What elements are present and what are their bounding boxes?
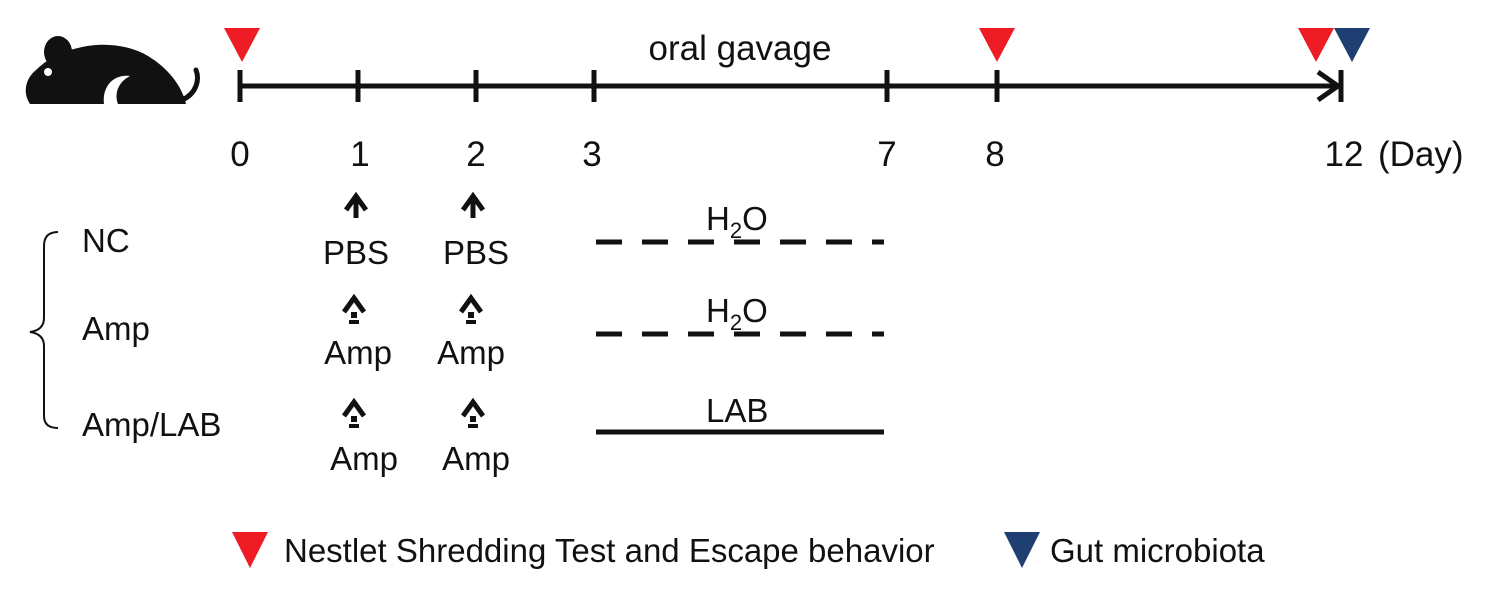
nc-day2-treatment: PBS <box>443 234 509 271</box>
gut-microbiota-marker-day12 <box>1334 28 1370 62</box>
day-label: 1 <box>350 135 369 174</box>
day-label: 8 <box>985 135 1004 174</box>
day-label: 0 <box>230 135 249 174</box>
legend-red-marker-icon <box>232 532 268 568</box>
amp-day2-treatment: Amp <box>437 334 505 371</box>
group-label-nc: NC <box>82 222 130 259</box>
amp-arrow-icon <box>341 293 367 324</box>
amp-lab-gavage-label: LAB <box>706 392 768 429</box>
oral-gavage-label: oral gavage <box>649 29 832 68</box>
amp-arrow-icon <box>460 397 486 428</box>
legend-blue-marker-icon <box>1004 532 1040 568</box>
day-label: 3 <box>582 135 601 174</box>
legend: Nestlet Shredding Test and Escape behavi… <box>232 532 1265 569</box>
amp-arrow-icon <box>458 293 484 324</box>
amp-lab-day1-treatment: Amp <box>330 440 398 477</box>
timeline-axis <box>240 69 1343 103</box>
day-unit-label: (Day) <box>1378 135 1464 174</box>
day-label: 7 <box>877 135 896 174</box>
amp-arrow-icon <box>341 397 367 428</box>
nc-day1-treatment: PBS <box>323 234 389 271</box>
amp-gavage-label: H2O <box>706 292 768 335</box>
test-markers <box>224 28 1370 62</box>
group-label-amp: Amp <box>82 310 150 347</box>
group-bracket <box>29 231 59 429</box>
day-label: 2 <box>466 135 485 174</box>
day-labels: 0 1 2 3 7 8 12 (Day) <box>230 135 1463 174</box>
nestlet-escape-marker-day12 <box>1298 28 1334 62</box>
nestlet-escape-marker-day8 <box>979 28 1015 62</box>
amp-lab-day2-treatment: Amp <box>442 440 510 477</box>
group-label-amp-lab: Amp/LAB <box>82 406 221 443</box>
day-ticks <box>237 70 1344 102</box>
nc-gavage-label: H2O <box>706 200 768 243</box>
pbs-arrow-icon <box>343 191 369 218</box>
pbs-arrow-icon <box>460 191 486 218</box>
amp-day1-treatment: Amp <box>324 334 392 371</box>
legend-microbiota-label: Gut microbiota <box>1050 532 1265 569</box>
nestlet-escape-marker-day0 <box>224 28 260 62</box>
legend-nestlet-label: Nestlet Shredding Test and Escape behavi… <box>284 532 935 569</box>
day-label: 12 <box>1325 135 1364 174</box>
mouse-icon <box>25 36 200 104</box>
